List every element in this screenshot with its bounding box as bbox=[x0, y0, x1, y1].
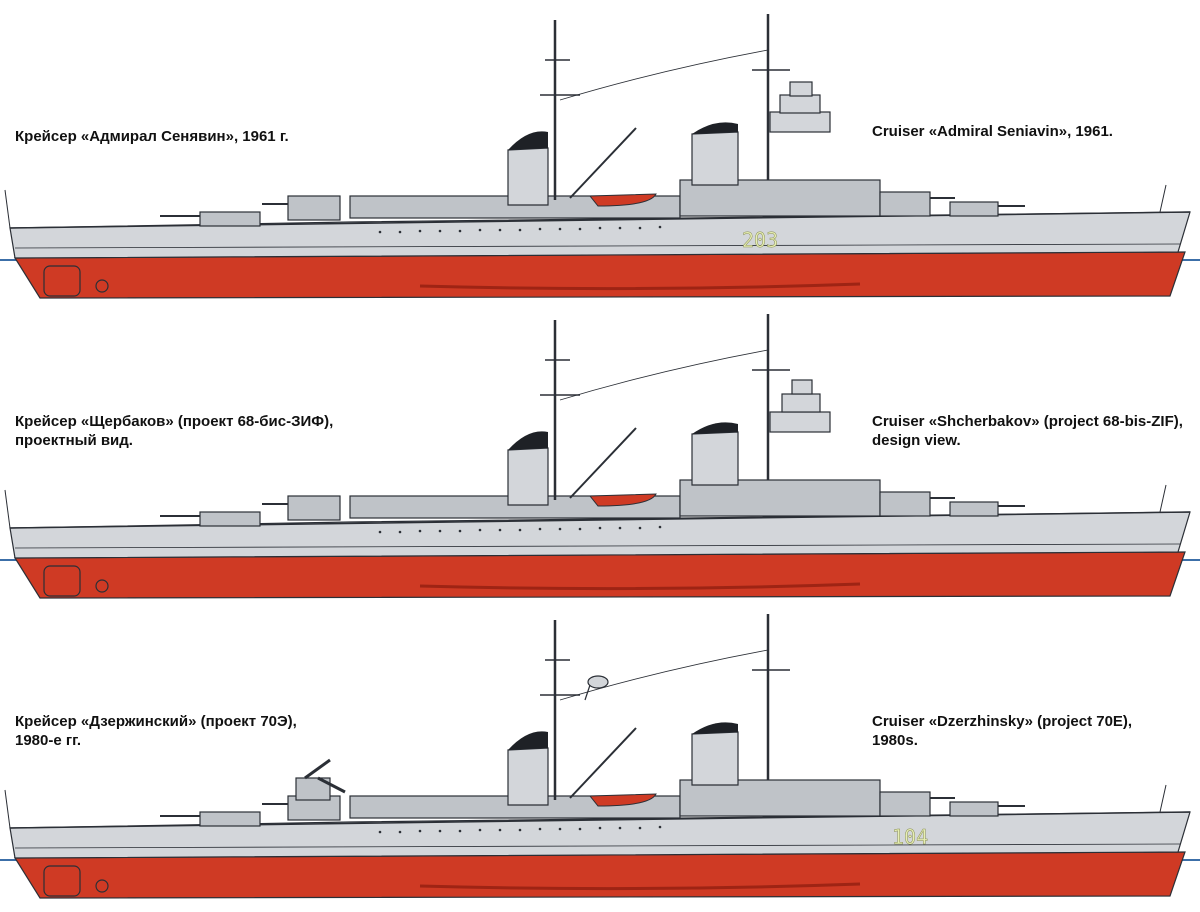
ship-panel-shcherbakov: Крейсер «Щербаков» (проект 68-бис-ЗИФ), … bbox=[0, 300, 1200, 600]
rear-control-tower bbox=[769, 81, 831, 133]
missile-launcher bbox=[295, 758, 346, 801]
caption-ru-line: Крейсер «Щербаков» (проект 68-бис-ЗИФ), bbox=[15, 413, 334, 430]
hull-number: 203 bbox=[742, 228, 778, 252]
caption-ru-line: Крейсер «Дзержинский» (проект 70Э), bbox=[15, 713, 297, 730]
ship-illustration-shcherbakov bbox=[0, 312, 1200, 600]
caption-en-line: Cruiser «Shcherbakov» (project 68-bis-ZI… bbox=[872, 413, 1183, 430]
caption-ru: Крейсер «Дзержинский» (проект 70Э), 1980… bbox=[15, 712, 297, 750]
caption-ru-line: Крейсер «Адмирал Сенявин», 1961 г. bbox=[15, 128, 289, 145]
radar-antenna bbox=[584, 675, 609, 701]
caption-en: Cruiser «Dzerzhinsky» (project 70E), 198… bbox=[872, 712, 1132, 750]
caption-en-line: Cruiser «Dzerzhinsky» (project 70E), bbox=[872, 713, 1133, 730]
caption-ru: Крейсер «Адмирал Сенявин», 1961 г. bbox=[15, 127, 289, 146]
ship-illustration-seniavin: 203 bbox=[0, 12, 1200, 300]
caption-en-line: 1980s. bbox=[872, 732, 918, 749]
ship-panel-seniavin: 203 Крейсер «Адмирал Сенявин», 1961 г. C… bbox=[0, 0, 1200, 300]
caption-ru-line: 1980-е гг. bbox=[15, 732, 82, 749]
caption-ru-line: проектный вид. bbox=[15, 432, 133, 449]
ship-illustration-dzerzhinsky: 104 bbox=[0, 612, 1200, 900]
caption-en: Cruiser «Admiral Seniavin», 1961. bbox=[872, 122, 1113, 141]
caption-en: Cruiser «Shcherbakov» (project 68-bis-ZI… bbox=[872, 412, 1183, 450]
rear-control-tower bbox=[769, 379, 831, 433]
hull-number: 104 bbox=[892, 825, 928, 849]
caption-ru: Крейсер «Щербаков» (проект 68-бис-ЗИФ), … bbox=[15, 412, 333, 450]
caption-en-line: Cruiser «Admiral Seniavin», 1961. bbox=[872, 123, 1113, 140]
ship-panel-dzerzhinsky: 104 Крейсер «Дзержинский» (проект 70Э), … bbox=[0, 600, 1200, 900]
caption-en-line: design view. bbox=[872, 432, 961, 449]
